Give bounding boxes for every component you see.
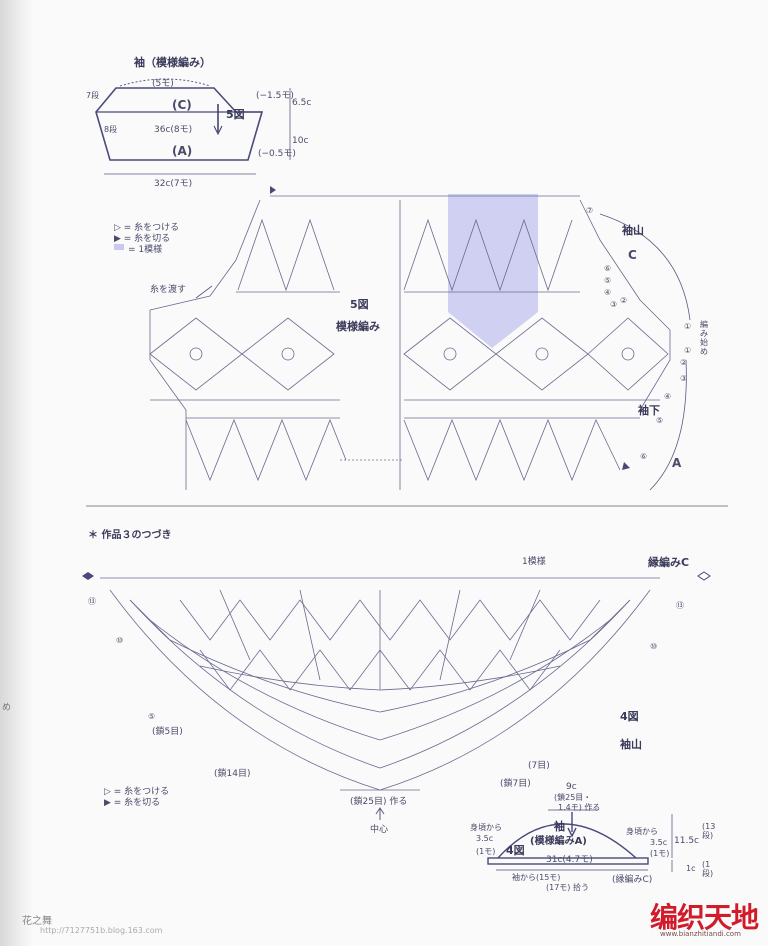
pass-yarn-note: 糸を渡す <box>150 285 187 295</box>
schem-from-sleeve: 袖から(15モ) <box>512 873 561 882</box>
schem-one-row: (1段) <box>702 860 714 878</box>
schem-rows13: (13段) <box>702 822 716 840</box>
schem-top-sub2: 1.4モ) 作る <box>558 803 601 812</box>
fig5-row-3b: ③ <box>680 374 688 383</box>
fig4-legend-attach: ▷ = 糸をつける <box>104 787 170 797</box>
schem-subtitle: (模様編みA) <box>530 836 587 847</box>
fig5-row-1: ① <box>684 322 692 331</box>
fig4-row13-left: ⑬ <box>88 597 96 606</box>
fig5-row-6: ⑥ <box>604 264 612 273</box>
fig4-ch5: (鎖5目) <box>152 727 183 737</box>
fig5-row-5b: ⑤ <box>656 416 664 425</box>
sleeve-height-bottom: 10c <box>292 136 309 146</box>
sleeve-top-width: (5モ) <box>152 79 174 89</box>
fig4-row7: (7目) <box>528 761 550 771</box>
fig4-sleeve-cap: 袖山 <box>620 738 642 751</box>
fig5-legend-cut: ▶ = 糸を切る <box>114 234 171 244</box>
fig5-row-5: ⑤ <box>604 276 612 285</box>
logo-text: 花之舞 <box>22 916 52 927</box>
fig4-one-repeat: 1模様 <box>522 557 546 567</box>
schem-height: 11.5c <box>674 836 699 846</box>
watermark-logo: 编织天地 <box>650 901 759 934</box>
fig5-row-4b: ④ <box>664 392 672 401</box>
schem-body-right: 身頃から <box>626 827 658 836</box>
fig5-row-2b: ② <box>680 358 688 367</box>
book-spine-shadow <box>0 0 34 946</box>
sleeve-title: 袖（模様編み） <box>134 56 211 69</box>
schem-one-c: 1c <box>686 864 696 873</box>
fig4-row5: ⑤ <box>148 712 156 721</box>
sleeve-mid-width: 36c(8モ) <box>154 125 193 135</box>
sleeve-bottom-width: 32c(7モ) <box>154 179 193 189</box>
fig5-crochet-chart <box>149 195 671 490</box>
fig4-ch25: (鎖25目) 作る <box>350 797 408 807</box>
start-diamond-marker <box>82 572 94 580</box>
schem-top-sub1: (鎖25目・ <box>554 793 592 802</box>
fig5-row-1b: ① <box>684 346 692 355</box>
watermark-url: www.bianzhitiandi.com <box>660 930 741 938</box>
schem-body-right-mo: (1モ) <box>650 849 670 858</box>
fig4-ch14: (鎖14目) <box>214 769 251 779</box>
fig5-part-c: C <box>628 248 637 262</box>
sleeve-part-c: (C) <box>172 98 192 112</box>
underarm-bracket <box>649 359 687 491</box>
sleeve-dec-bottom: (−0.5モ) <box>258 149 296 159</box>
sleeve-height-top: 6.5c <box>292 98 312 108</box>
schem-pick: (17モ) 拾う <box>546 883 589 892</box>
schem-top-label: 9c <box>566 782 577 792</box>
fig5-part-a: A <box>672 456 682 470</box>
fig4-row10-left: ⑩ <box>116 636 124 645</box>
fig4-ch7: (鎖7目) <box>500 779 531 789</box>
margin-char: め <box>2 703 12 713</box>
fig5-row-7: ⑦ <box>586 206 594 215</box>
schem-fig: 4図 <box>506 844 525 857</box>
fig4-edge-c: 縁編みC <box>648 556 690 569</box>
logo-url: http://7127751b.blog.163.com <box>40 926 163 935</box>
sleeve-rows-bottom: 8段 <box>104 125 118 134</box>
sleeve-outline-shape <box>95 78 291 175</box>
fig5-row-4: ④ <box>604 288 612 297</box>
continuation-heading: ＊ 作品３のつづき <box>88 530 172 541</box>
fig5-sleeve-cap: 袖山 <box>622 224 644 237</box>
fig5-start: 編み始め <box>700 320 708 356</box>
fig5-row-2: ② <box>620 296 628 305</box>
fig4-row13-right: ⑬ <box>676 601 684 610</box>
fig4-center: 中心 <box>370 825 389 835</box>
sleeve-fig-ref: 5図 <box>226 108 245 121</box>
schem-body-left-mo: (1モ) <box>476 847 496 856</box>
schem-body-left-val: 3.5c <box>476 834 494 843</box>
fig5-legend-attach: ▷ = 糸をつける <box>114 223 180 233</box>
schem-edge: (縁編みC) <box>612 875 653 885</box>
schem-title: 袖 <box>554 820 565 833</box>
fig5-row-6b: ⑥ <box>640 452 648 461</box>
fig5-legend-repeat: = 1模様 <box>128 245 163 255</box>
sleeve-part-a: (A) <box>172 144 193 158</box>
fig5-row-3: ③ <box>610 300 618 309</box>
sleeve-dec-top: (−1.5モ) <box>256 91 294 101</box>
sleeve-rows-top: 7段 <box>86 91 100 100</box>
fig4-title: 4図 <box>620 710 639 723</box>
schem-width: 31c(4.7モ) <box>546 855 593 865</box>
schem-body-right-val: 3.5c <box>650 838 668 847</box>
fig4-legend-cut: ▶ = 糸を切る <box>104 798 161 808</box>
fig5-title: 5図 <box>350 298 369 311</box>
sleeve-cap-schematic <box>487 809 673 872</box>
schem-body-left: 身頃から <box>470 823 502 832</box>
one-repeat-highlight <box>448 194 538 312</box>
fig5-subtitle: 模様編み <box>336 320 380 333</box>
fig5-underarm: 袖下 <box>638 404 660 417</box>
repeat-legend-swatch <box>114 244 124 250</box>
fig4-crochet-chart <box>100 577 660 791</box>
sleeve-cap-bracket <box>599 213 691 321</box>
fig4-row10-right: ⑩ <box>650 642 658 651</box>
